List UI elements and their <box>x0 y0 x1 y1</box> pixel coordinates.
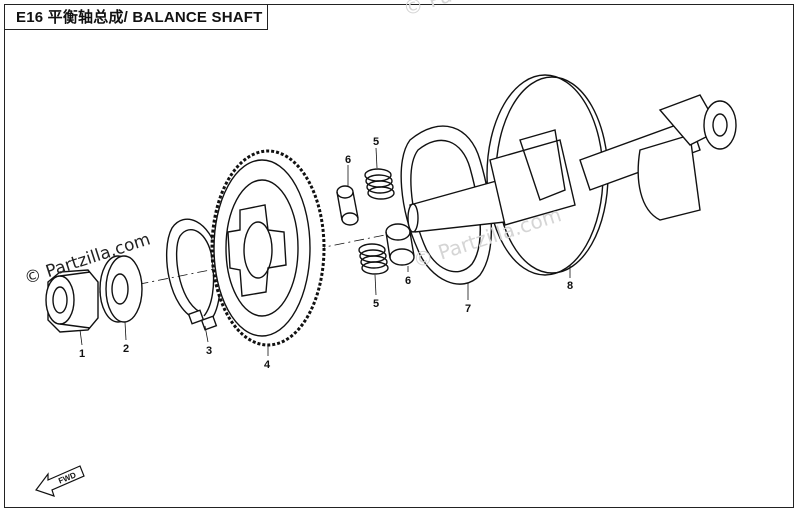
diagram-frame <box>4 4 794 508</box>
part-5-spring-lower[interactable] <box>358 243 389 275</box>
page-title-text: E16 平衡轴总成/ BALANCE SHAFT <box>16 9 263 26</box>
callout-5-lower: 5 <box>373 298 379 310</box>
part-8-balance-shaft[interactable] <box>407 74 737 276</box>
callout-1: 1 <box>79 348 85 360</box>
part-6-pin-lower[interactable] <box>385 223 415 266</box>
part-2-washer[interactable] <box>99 255 143 323</box>
part-6-pin-upper[interactable] <box>336 185 359 226</box>
callout-6-lower: 6 <box>405 275 411 287</box>
callout-3: 3 <box>206 345 212 357</box>
callout-4: 4 <box>264 359 271 371</box>
callout-5-upper: 5 <box>373 136 379 148</box>
part-4-drive-gear[interactable] <box>210 149 326 347</box>
callout-6-upper: 6 <box>345 154 351 166</box>
fwd-arrow-icon: FWD <box>35 465 85 497</box>
callout-8: 8 <box>567 280 573 292</box>
part-1-nut[interactable] <box>45 269 99 333</box>
part-5-spring-upper[interactable] <box>364 168 395 200</box>
callout-2: 2 <box>123 343 129 355</box>
callout-labels: 1 2 3 4 5 5 6 6 7 8 <box>79 136 573 371</box>
callout-7: 7 <box>465 303 471 315</box>
page-title: E16 平衡轴总成/ BALANCE SHAFT <box>4 4 268 30</box>
leader-lines <box>79 147 571 356</box>
